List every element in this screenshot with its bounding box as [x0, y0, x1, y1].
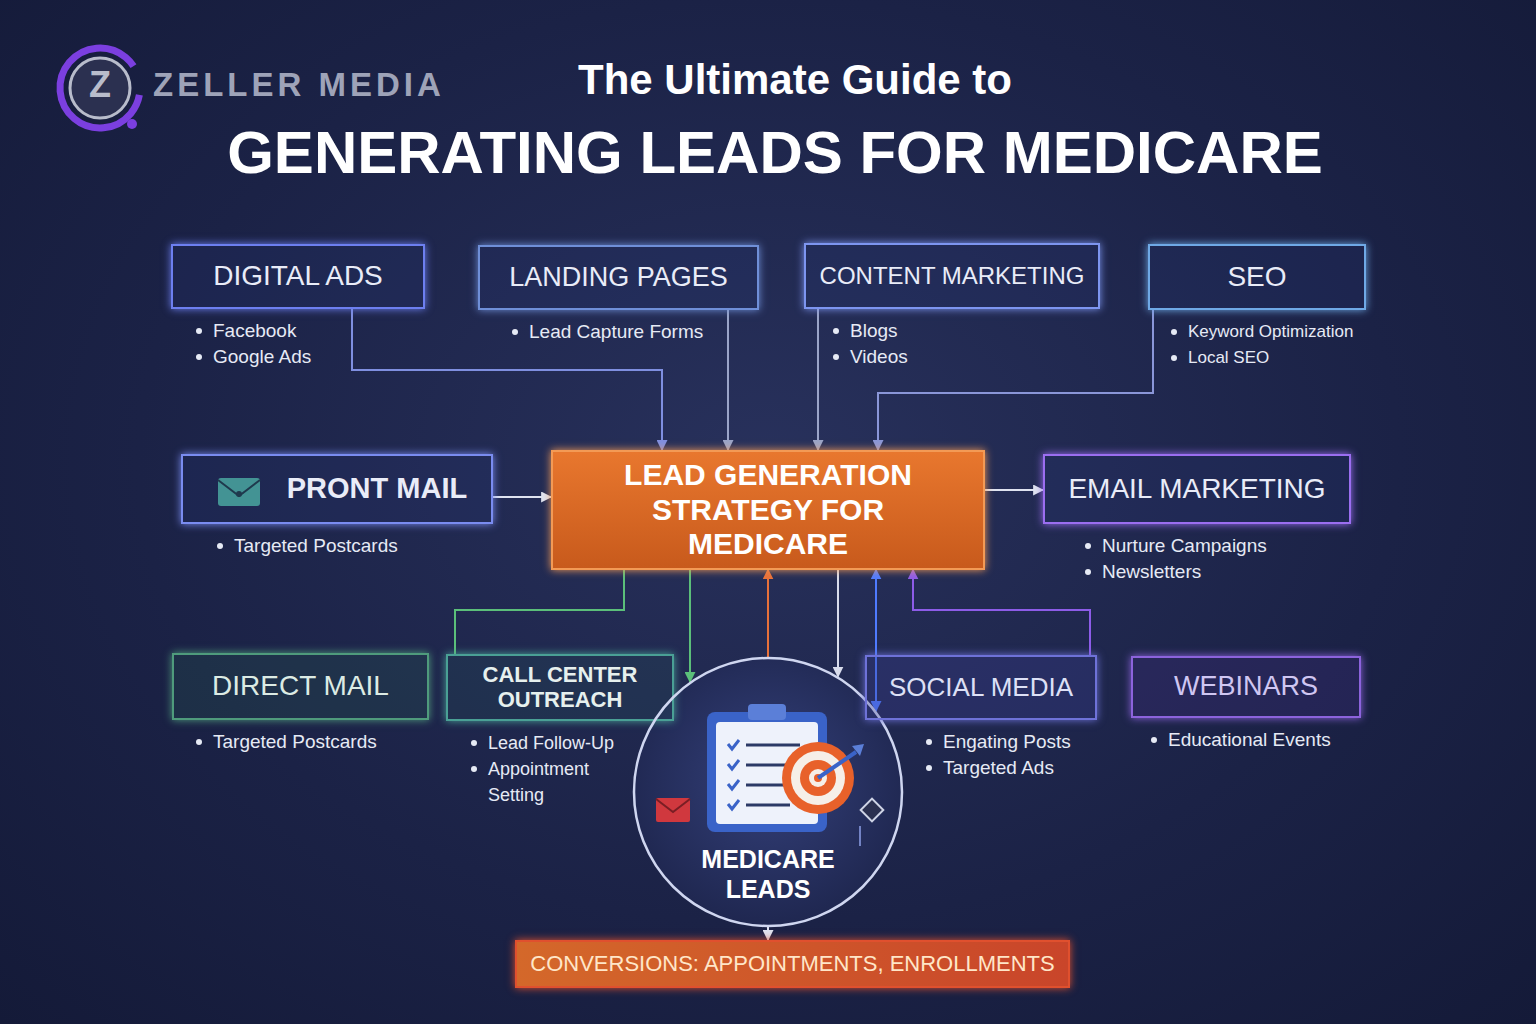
channel-box: PRONT MAIL Targeted Postcards: [181, 454, 606, 559]
bullet-list: Keyword OptimizationLocal SEO: [1148, 319, 1466, 371]
channel-box: EMAIL MARKETING Nurture CampaignsNewslett…: [1043, 454, 1470, 585]
bullet-list: Nurture CampaignsNewsletters: [1043, 533, 1470, 585]
conversion-bar: CONVERSIONS: APPOINTMENTS, ENROLLMENTS: [515, 940, 1070, 988]
channel-box: SEO Keyword OptimizationLocal SEO: [1148, 244, 1466, 371]
box-frame: LEAD GENERATION STRATEGY FOR MEDICARE: [551, 450, 985, 570]
logo-letter: Z: [78, 64, 122, 106]
bullet-item: Newsletters: [1102, 559, 1470, 585]
node-title: PRONT MAIL: [287, 472, 467, 505]
box-frame: EMAIL MARKETING: [1043, 454, 1351, 524]
node-title: CONTENT MARKETING: [820, 262, 1085, 290]
connector: [727, 310, 729, 450]
bullet-item: Blogs: [850, 318, 1206, 344]
node-title: CONVERSIONS: APPOINTMENTS, ENROLLMENTS: [530, 951, 1054, 976]
box-frame: CONTENT MARKETING: [804, 243, 1100, 309]
bullet-item: Educational Events: [1168, 727, 1458, 753]
bullet-item: Targeted Postcards: [213, 729, 530, 755]
strategy-box: LEAD GENERATION STRATEGY FOR MEDICARE: [551, 450, 985, 570]
connector: [455, 570, 624, 655]
connector: [817, 309, 819, 450]
node-title: WEBINARS: [1174, 671, 1318, 702]
box-frame: DIGITAL ADS: [171, 244, 425, 309]
bullet-item: Lead Follow-Up: [488, 730, 638, 756]
bullet-list: Lead Follow-UpAppointment Setting: [446, 730, 638, 808]
node-title: CALL CENTER OUTREACH: [466, 662, 654, 713]
brand-name: ZELLER MEDIA: [153, 66, 445, 104]
target-icon: [782, 742, 864, 814]
bullet-item: Lead Capture Forms: [529, 319, 870, 345]
box-frame: CALL CENTER OUTREACH: [446, 654, 674, 721]
box-frame: WEBINARS: [1131, 656, 1361, 718]
logo-ring: [44, 32, 157, 145]
bullet-item: Nurture Campaigns: [1102, 533, 1470, 559]
box-frame: SOCIAL MEDIA: [865, 655, 1097, 720]
bullet-list: Engating PostsTargeted Ads: [865, 729, 1113, 781]
bullet-list: FacebookGoogle Ads: [171, 318, 527, 370]
bullet-item: Keyword Optimization: [1188, 319, 1466, 345]
diamond-icon: [860, 799, 883, 846]
subtitle: The Ultimate Guide to: [578, 56, 1012, 104]
node-title: EMAIL MARKETING: [1068, 473, 1325, 505]
node-title: SEO: [1227, 261, 1286, 293]
connector: [767, 570, 769, 658]
bullet-item: Targeted Ads: [943, 755, 1113, 781]
connector: [878, 310, 1153, 450]
connector: [689, 570, 691, 682]
bullet-item: Google Ads: [213, 344, 527, 370]
connector: [837, 570, 839, 677]
channel-box: CONTENT MARKETING BlogsVideos: [804, 243, 1206, 370]
node-title: SOCIAL MEDIA: [889, 673, 1073, 703]
channel-box: WEBINARS Educational Events: [1131, 656, 1458, 753]
bullet-item: Appointment Setting: [488, 756, 638, 808]
bullet-list: BlogsVideos: [804, 318, 1206, 370]
connector: [767, 927, 769, 940]
channel-box: DIGITAL ADS FacebookGoogle Ads: [171, 244, 527, 370]
box-frame: PRONT MAIL: [181, 454, 493, 524]
bullet-item: Engating Posts: [943, 729, 1113, 755]
bullet-item: Videos: [850, 344, 1206, 370]
connector: [985, 489, 1043, 491]
box-frame: DIRECT MAIL: [172, 653, 429, 720]
node-title: LANDING PAGES: [509, 262, 728, 293]
box-frame: CONVERSIONS: APPOINTMENTS, ENROLLMENTS: [515, 940, 1070, 988]
bullet-item: Facebook: [213, 318, 527, 344]
bullet-list: Lead Capture Forms: [478, 319, 870, 345]
channel-box: CALL CENTER OUTREACH Lead Follow-UpAppoin…: [446, 654, 674, 808]
bullet-list: Educational Events: [1131, 727, 1458, 753]
main-title: GENERATING LEADS FOR MEDICARE: [227, 118, 1323, 187]
node-title: DIGITAL ADS: [213, 260, 383, 292]
bullet-item: Local SEO: [1188, 345, 1466, 371]
box-frame: LANDING PAGES: [478, 245, 759, 310]
box-frame: SEO: [1148, 244, 1366, 310]
leads-circle: MEDICARE LEADS: [632, 656, 904, 928]
channel-box: SOCIAL MEDIA Engating PostsTargeted Ads: [865, 655, 1113, 781]
node-title: MEDICARE LEADS: [632, 844, 904, 904]
connector: [493, 496, 551, 498]
mail-icon: [656, 798, 690, 822]
node-title: LEAD GENERATION STRATEGY FOR MEDICARE: [571, 458, 965, 562]
bullet-list: Targeted Postcards: [181, 533, 606, 559]
connector: [913, 570, 1090, 656]
node-title: DIRECT MAIL: [212, 670, 389, 702]
